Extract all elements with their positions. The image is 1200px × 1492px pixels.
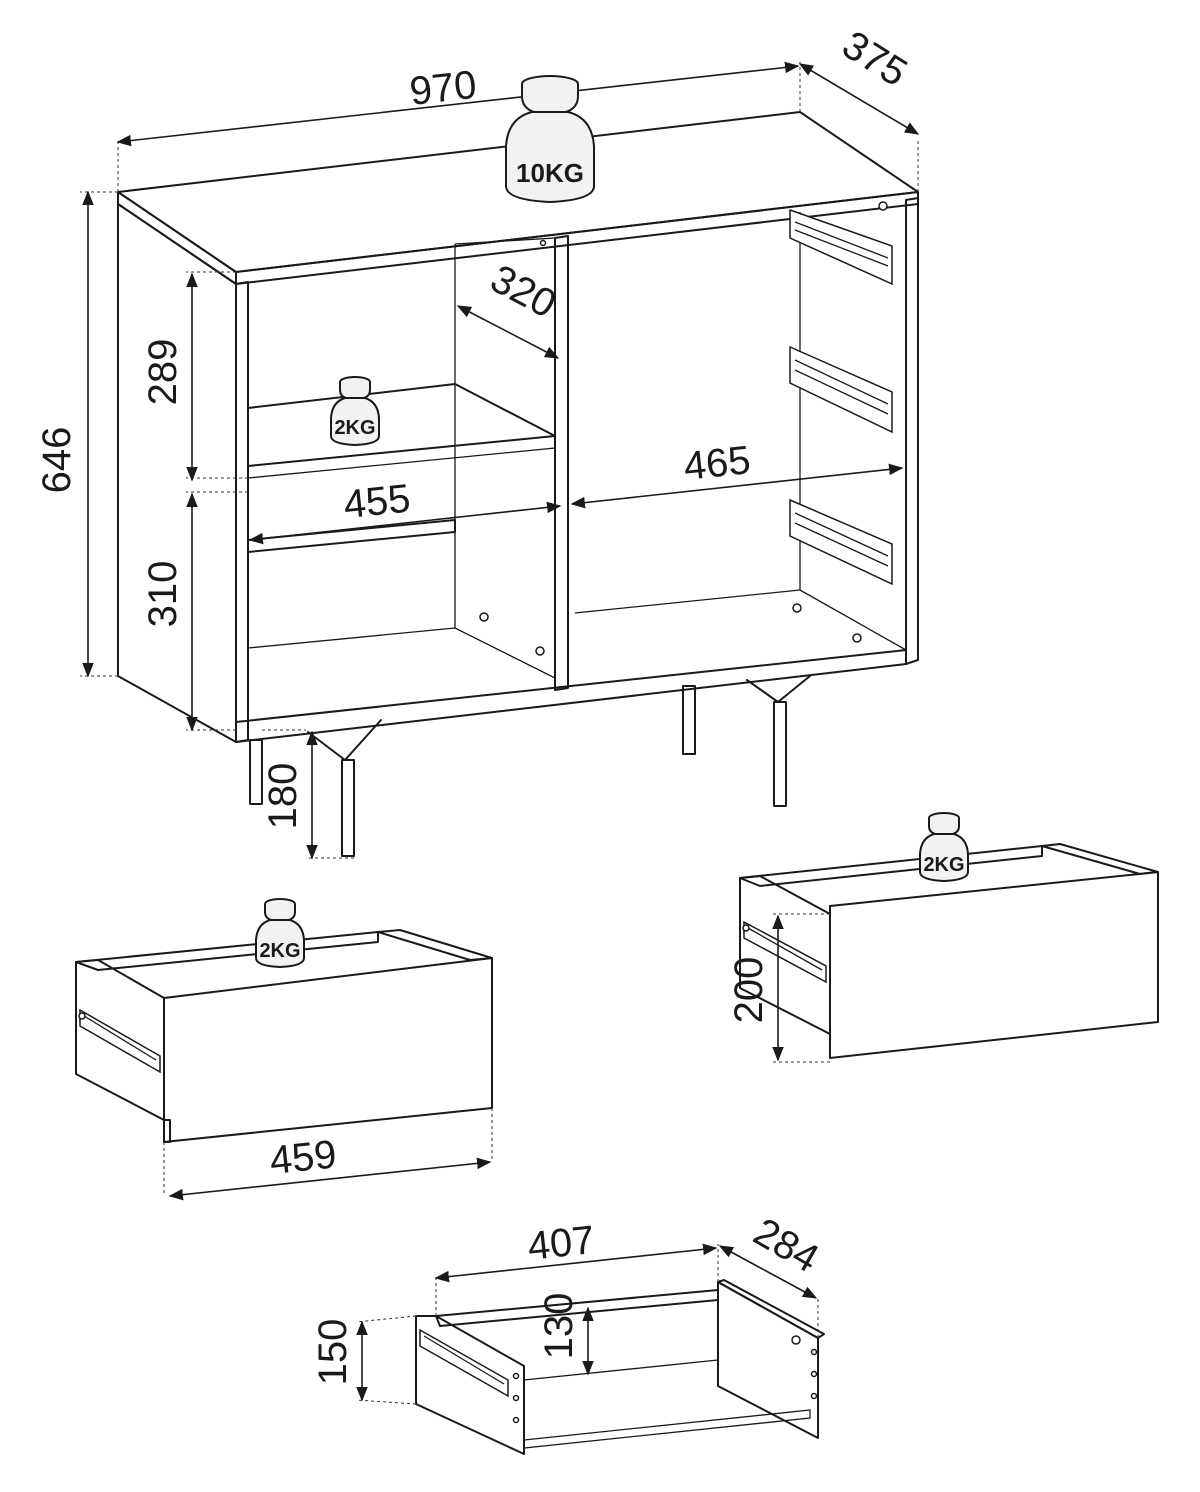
dim-drawer-front-height: 200 [727,957,771,1024]
drawer-rail-bottom [789,498,893,586]
dim-width: 970 [407,63,478,114]
dim-upper-compartment: 289 [141,339,185,406]
weight-drawer-right-icon: 2KG [919,812,969,883]
dim-right-inner-width: 465 [682,438,753,489]
dim-drawer-box-depth: 284 [746,1210,826,1281]
dim-depth: 375 [835,23,915,96]
dim-drawer-box-height: 150 [311,1319,355,1386]
dim-left-inner-width: 455 [342,476,413,527]
drawer-left: 459 [75,929,493,1201]
dim-height: 646 [35,427,79,494]
dim-drawer-box-width: 407 [526,1218,597,1269]
drawer-rail-middle [789,345,893,434]
weight-10kg-icon: 10KG [505,75,595,204]
cabinet-legs [249,675,811,857]
drawer-rail-top [789,208,893,286]
dim-lower-compartment: 310 [141,561,185,628]
drawer-box: 407 284 150 130 [311,1210,826,1455]
weight-drawer-left-icon: 2KG [255,898,305,969]
dim-drawer-front-width: 459 [268,1132,339,1183]
weight-top-label: 10KG [516,158,584,188]
weight-shelf-icon: 2KG [330,376,380,447]
sideboard-cabinet [117,111,919,857]
dim-leg-height: 180 [261,763,305,830]
dim-shelf-depth: 320 [483,257,563,327]
weight-drawer-right-label: 2KG [923,854,964,876]
dim-drawer-inner-height: 130 [537,1293,581,1360]
weight-drawer-left-label: 2KG [259,940,300,962]
weight-shelf-label: 2KG [334,417,375,439]
